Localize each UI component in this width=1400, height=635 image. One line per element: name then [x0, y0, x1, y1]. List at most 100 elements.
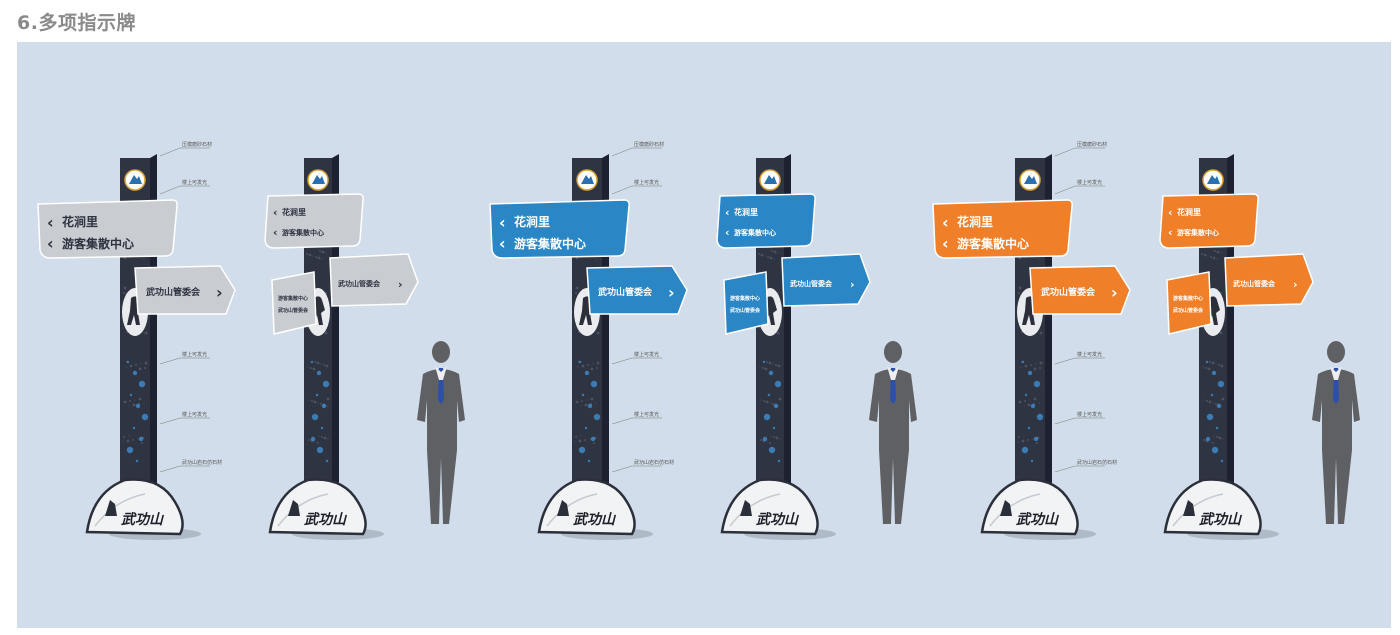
- pylon-texture-dot: [318, 435, 320, 437]
- chevron-left-icon: ‹: [942, 234, 949, 253]
- pylon-texture-dot: [587, 364, 589, 366]
- pylon-texture-dot: [326, 405, 328, 407]
- pylon-texture-dot: [1023, 405, 1025, 407]
- pylon-texture-dot: [577, 366, 579, 368]
- pylon-texture-dot: [1020, 366, 1022, 368]
- pylon-bubble: [141, 413, 149, 421]
- sign-destination-3: 武功山管委会: [1233, 279, 1276, 288]
- pylon-texture-dot: [775, 436, 779, 440]
- annotation-leader: [159, 185, 181, 195]
- annotation-leader: [611, 417, 633, 425]
- pylon-texture-dot: [1208, 400, 1212, 404]
- annotation-label: 楼上可发光: [182, 179, 207, 186]
- pylon-texture-dot: [141, 442, 143, 444]
- pylon-bubble: [126, 446, 134, 454]
- direction-sign-middle: [1029, 265, 1131, 315]
- pylon-bubble: [1205, 436, 1211, 442]
- annotation-label: 楼上可发光: [634, 179, 659, 186]
- pylon-texture-dot: [314, 361, 316, 363]
- pylon-texture-dot: [1210, 256, 1212, 258]
- pylon-texture-dot: [778, 397, 782, 401]
- chevron-left-icon: ‹: [1168, 226, 1173, 239]
- chevron-left-icon: ‹: [499, 234, 506, 253]
- pylon-texture-dot: [1018, 400, 1022, 404]
- sign-destination-5: 武功山管委会: [730, 307, 760, 314]
- pylon-texture-dot: [135, 364, 137, 366]
- pylon-texture-dot: [307, 366, 309, 368]
- sign-destination-3: 武功山管委会: [1041, 286, 1096, 298]
- chevron-right-icon: ›: [1111, 283, 1118, 302]
- pylon-bubble: [1211, 370, 1217, 376]
- pylon-bubble: [138, 436, 144, 442]
- pylon-texture-dot: [775, 364, 777, 366]
- pylon-texture-dot: [143, 402, 145, 404]
- annotation-label: 楼上可发光: [634, 411, 659, 418]
- annotation-label: 武功山岩石仿石材: [634, 459, 674, 466]
- pylon-texture-dot: [323, 364, 325, 366]
- pylon-bubble: [1021, 360, 1025, 364]
- pylon-texture-dot: [764, 255, 766, 257]
- mountain-emblem-peak: [764, 175, 777, 184]
- pylon-texture-dot: [595, 258, 597, 260]
- annotation-label: 武功山岩石仿石材: [1077, 459, 1117, 466]
- pylon-texture-dot: [320, 363, 322, 365]
- direction-sign-top: [932, 199, 1073, 259]
- annotation-label: 楼上可发光: [1077, 351, 1102, 358]
- sign-destination-3: 武功山管委会: [146, 286, 201, 298]
- pylon-texture-dot: [1215, 363, 1217, 365]
- pylon-texture-dot: [1033, 397, 1037, 401]
- pylon-texture-dot: [767, 256, 769, 258]
- pylon-texture-dot: [319, 250, 321, 252]
- climber-silhouette-icon: [1000, 500, 1012, 516]
- chevron-left-icon: ‹: [499, 213, 506, 232]
- mountain-emblem-peak: [581, 175, 594, 184]
- pylon-texture-dot: [306, 253, 308, 255]
- chevron-right-icon: ›: [398, 278, 403, 291]
- pylon-texture-dot: [593, 442, 595, 444]
- pylon-bubble: [315, 393, 319, 397]
- pylon-texture-dot: [312, 367, 316, 371]
- annotation-label: 压模磨砂石材: [1077, 141, 1107, 148]
- pylon-texture-dot: [317, 442, 319, 444]
- pylon-texture-dot: [771, 250, 773, 252]
- pylon-bubble: [1210, 393, 1214, 397]
- direction-sign-left: [723, 271, 769, 335]
- sign-destination-1: 花涧里: [514, 214, 550, 229]
- pylon-texture-dot: [584, 439, 586, 441]
- pylon-texture-dot: [769, 442, 771, 444]
- pylon-texture-dot: [129, 400, 131, 402]
- rock-highlight: [277, 493, 329, 527]
- climber-silhouette-icon: [557, 500, 569, 516]
- pylon-texture-dot: [776, 331, 780, 335]
- pylon-texture-dot: [1205, 367, 1207, 369]
- pylon-texture-dot: [760, 253, 764, 257]
- base-calligraphy: 武功山: [1016, 512, 1060, 528]
- pylon-bubble: [320, 426, 324, 430]
- pylon-texture-dot: [1209, 361, 1211, 363]
- pylon-texture-dot: [321, 258, 323, 260]
- pylon-texture-dot: [770, 435, 772, 437]
- pylon-texture-dot: [128, 405, 130, 407]
- pylon-texture-dot: [137, 438, 139, 440]
- chevron-left-icon: ‹: [942, 213, 949, 232]
- pylon-bubble: [322, 380, 330, 388]
- pylon-texture-dot: [763, 400, 765, 402]
- annotation-leader: [611, 147, 633, 157]
- direction-sign-left: [1166, 271, 1212, 335]
- pylon-texture-dot: [1029, 399, 1031, 401]
- pylon-bubble: [578, 446, 586, 454]
- annotation-leader: [159, 147, 181, 157]
- pylon-bubble: [126, 360, 130, 364]
- pylon-bubble: [593, 413, 601, 421]
- pylon-bubble: [777, 459, 781, 463]
- pylon-texture-dot: [1030, 364, 1032, 366]
- pylon-texture-dot: [1213, 435, 1215, 437]
- pylon-texture-dot: [758, 253, 760, 255]
- base-calligraphy: 武功山: [121, 512, 165, 528]
- mountain-emblem-peak: [1207, 175, 1220, 184]
- rock-highlight: [989, 493, 1041, 527]
- pylon-texture-dot: [1211, 361, 1215, 365]
- pylon-texture-dot: [122, 327, 124, 329]
- pylon-texture-dot: [1218, 364, 1220, 366]
- pylon-texture-dot: [1220, 252, 1222, 254]
